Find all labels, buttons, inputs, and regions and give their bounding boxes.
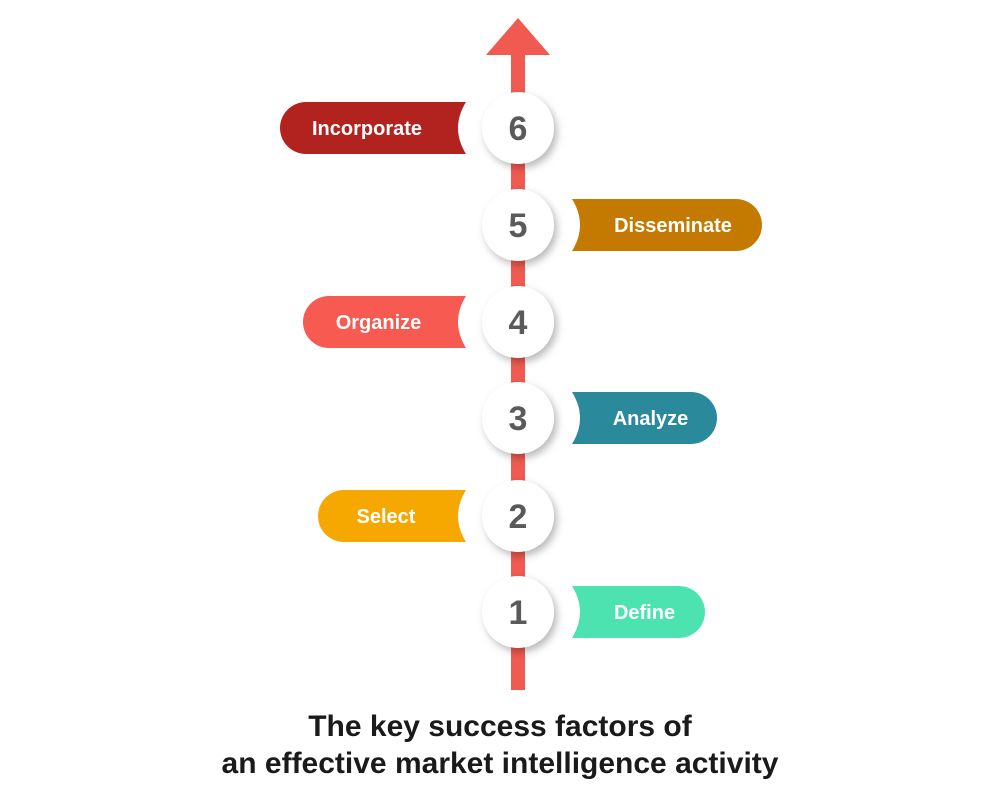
step-5-circle	[482, 189, 554, 261]
step-4-label: Organize	[336, 312, 422, 334]
step-6-number: 6	[509, 110, 528, 148]
caption-line-1: The key success factors of	[308, 710, 692, 743]
step-3-label: Analyze	[613, 408, 689, 430]
step-6-label: Incorporate	[312, 118, 422, 140]
step-5-number: 5	[509, 207, 528, 245]
arrow-head	[486, 18, 550, 55]
step-4-number: 4	[509, 304, 528, 342]
step-6-circle	[482, 92, 554, 164]
step-3-number: 3	[509, 400, 528, 438]
step-1-label: Define	[614, 602, 675, 624]
step-5-pill	[572, 199, 762, 251]
step-1-pill	[572, 586, 705, 638]
step-4-pill	[303, 296, 466, 348]
step-2-number: 2	[509, 498, 528, 536]
step-2-pill	[318, 490, 466, 542]
caption-line-2: an effective market intelligence activit…	[221, 747, 779, 780]
step-2-circle	[482, 480, 554, 552]
step-6-pill	[280, 102, 466, 154]
step-4-circle	[482, 286, 554, 358]
step-1-circle	[482, 576, 554, 648]
step-2-label: Select	[357, 506, 416, 528]
step-3-pill	[572, 392, 717, 444]
step-3-circle	[482, 382, 554, 454]
step-5-label: Disseminate	[614, 215, 732, 237]
step-1-number: 1	[509, 594, 528, 632]
